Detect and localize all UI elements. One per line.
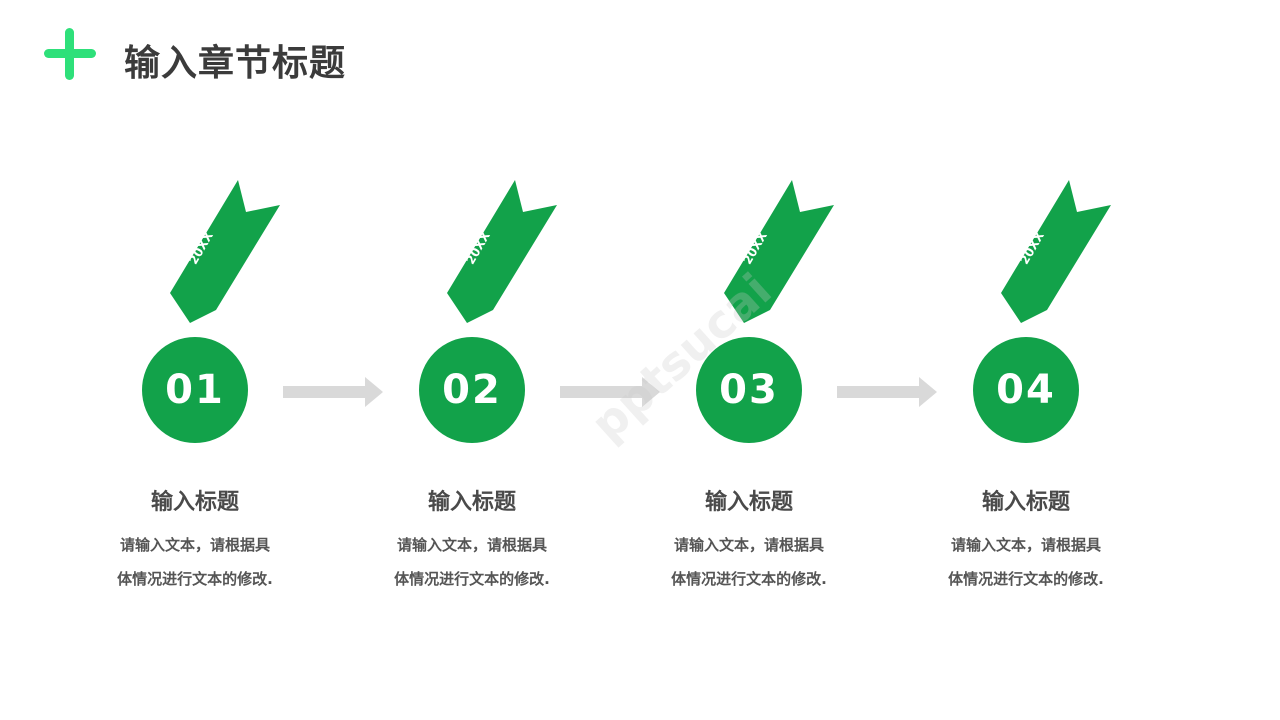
page-title: 输入章节标题 [124,43,347,84]
step-description: 请输入文本，请根据具 体情况进行文本的修改. [654,528,844,596]
arrow-right-icon [837,377,937,407]
step-description: 请输入文本，请根据具 体情况进行文本的修改. [931,528,1121,596]
step-description-line-1: 请输入文本，请根据具 [396,536,547,554]
step-description-line-2: 体情况进行文本的修改. [671,570,827,588]
step-description-line-2: 体情况进行文本的修改. [394,570,550,588]
step-number: 02 [419,337,525,443]
plus-icon [44,28,96,80]
step-description-line-2: 体情况进行文本的修改. [948,570,1104,588]
step-title: 输入标题 [427,490,516,515]
step-2: 20XX 02 输入标题 请输入文本，请根据具 体情况进行文本的修改. [377,0,653,720]
arrow-right-icon [283,377,383,407]
step-title: 输入标题 [704,490,793,515]
arrow-right-icon [560,377,660,407]
step-number: 01 [142,337,248,443]
ribbon-icon [447,180,557,323]
step-description: 请输入文本，请根据具 体情况进行文本的修改. [100,528,290,596]
step-description: 请输入文本，请根据具 体情况进行文本的修改. [377,528,567,596]
step-number: 03 [696,337,802,443]
step-1: 20XX 01 输入标题 请输入文本，请根据具 体情况进行文本的修改. [100,0,376,720]
ribbon-icon [724,180,834,323]
ribbon-icon [1001,180,1111,323]
step-4: 20XX 04 输入标题 请输入文本，请根据具 体情况进行文本的修改. [931,0,1207,720]
step-description-line-1: 请输入文本，请根据具 [950,536,1101,554]
step-title: 输入标题 [150,490,239,515]
step-description-line-1: 请输入文本，请根据具 [673,536,824,554]
step-title: 输入标题 [981,490,1070,515]
step-3: 20XX 03 输入标题 请输入文本，请根据具 体情况进行文本的修改. [654,0,930,720]
step-description-line-1: 请输入文本，请根据具 [119,536,270,554]
step-description-line-2: 体情况进行文本的修改. [117,570,273,588]
ribbon-icon [170,180,280,323]
step-number: 04 [973,337,1079,443]
